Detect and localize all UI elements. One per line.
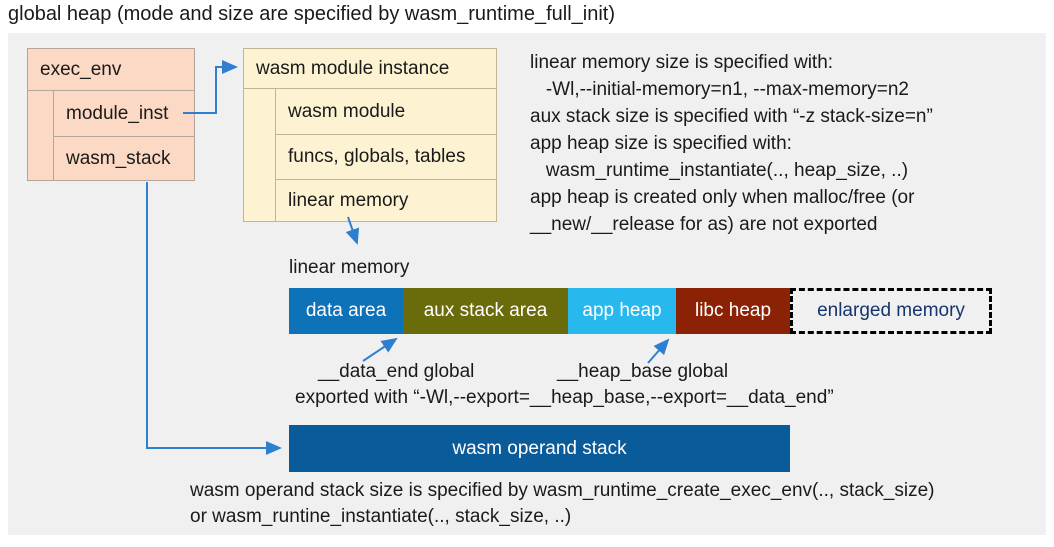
note-line: wasm_runtime_instantiate(.., heap_size, … (530, 160, 909, 181)
wasm-operand-stack-bar: wasm operand stack (289, 425, 790, 472)
memory-segment-libc-heap: libc heap (676, 288, 790, 334)
data-end-global-label: __data_end global (318, 361, 475, 382)
exec-env-header: exec_env (28, 49, 194, 91)
wasm-module-instance-header: wasm module instance (244, 49, 496, 89)
memory-segment-enlarged-memory: enlarged memory (790, 288, 992, 334)
exported-with-line: exported with “-Wl,--export=__heap_base,… (295, 387, 834, 408)
memory-segment-data-area: data area (289, 288, 403, 334)
note-line: wasm operand stack size is specified by … (190, 480, 935, 501)
note-line: app heap is created only when malloc/fre… (530, 187, 915, 208)
memory-size-notes: linear memory size is specified with: -W… (530, 49, 933, 238)
note-line: app heap size is specified with: (530, 133, 792, 154)
exec-env-row-wasm-stack: wasm_stack (54, 136, 194, 181)
instance-row-linear-memory: linear memory (276, 179, 496, 222)
note-line: -Wl,--initial-memory=n1, --max-memory=n2 (530, 79, 909, 100)
note-line: or wasm_runtine_instantiate(.., stack_si… (190, 506, 572, 527)
heap-base-global-label: __heap_base global (557, 361, 729, 382)
linear-memory-label: linear memory (289, 257, 410, 278)
memory-segment-app-heap: app heap (568, 288, 676, 334)
note-line: __new/__release for as) are not exported (530, 214, 878, 235)
memory-segment-aux-stack-area: aux stack area (403, 288, 568, 334)
note-line: linear memory size is specified with: (530, 52, 834, 73)
operand-stack-notes: wasm operand stack size is specified by … (190, 478, 935, 530)
instance-row-wasm-module: wasm module (288, 100, 406, 122)
diagram-title: global heap (mode and size are specified… (8, 3, 615, 25)
instance-row-funcs-globals-tables: funcs, globals, tables (276, 134, 496, 179)
wasm-module-instance-box: wasm module instance wasm module funcs, … (243, 48, 497, 222)
exec-env-box: exec_env module_inst wasm_stack (27, 48, 195, 181)
note-line: aux stack size is specified with “-z sta… (530, 106, 933, 127)
exec-env-row-module-inst: module_inst (66, 102, 169, 124)
